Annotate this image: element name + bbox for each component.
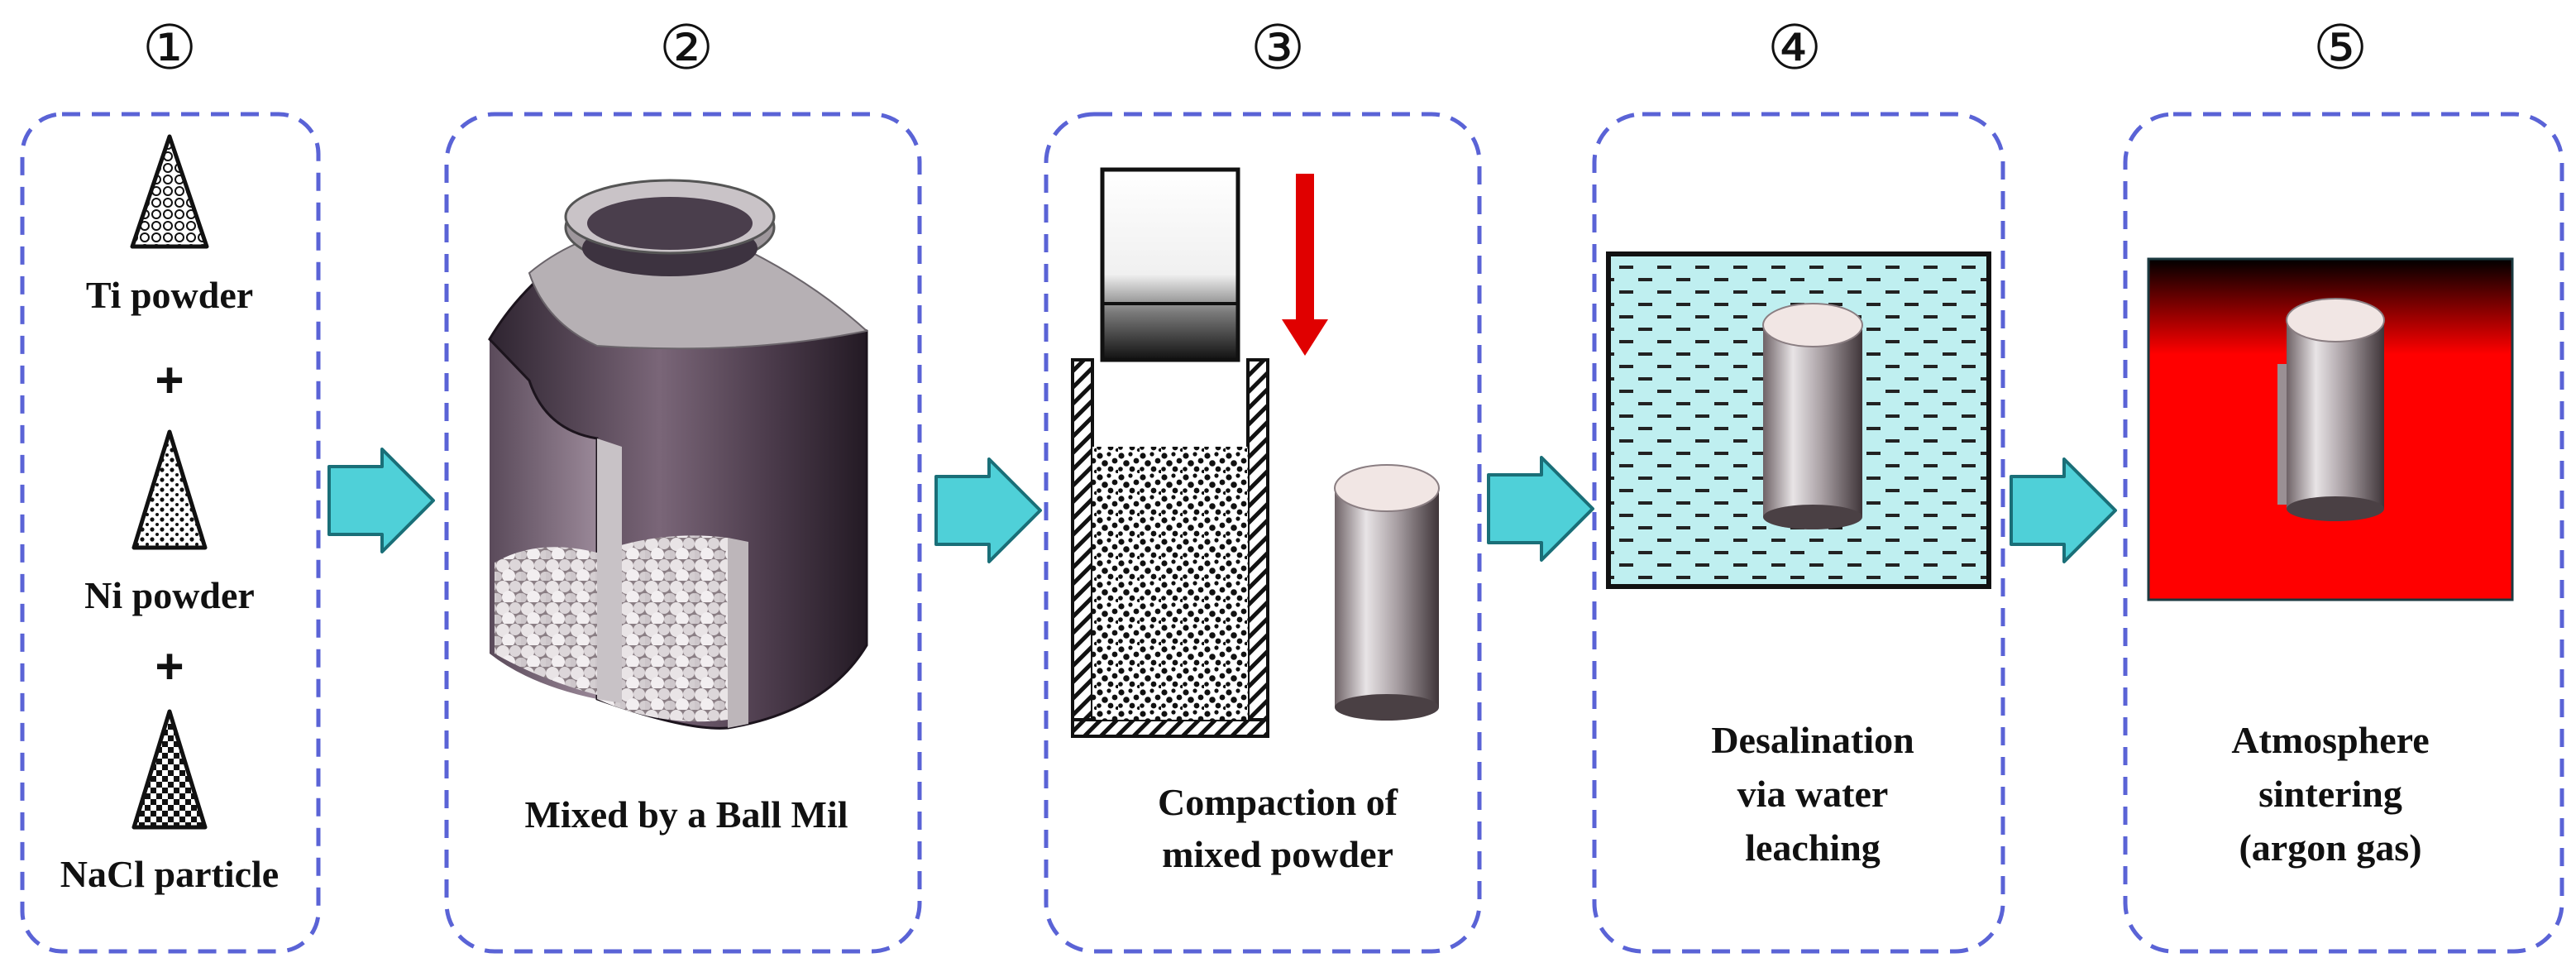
flow-arrow-icon <box>934 457 1042 563</box>
step-4-label-line-3: leaching <box>1745 826 1881 869</box>
step-5: ⑤ Atmosphere sintering (argon gas) <box>2123 12 2564 954</box>
step-1: ① Ti powder + Ni powder + NaCl particle <box>20 12 321 954</box>
step-4-panel <box>1592 112 2005 954</box>
step-3-panel <box>1044 112 1482 954</box>
step-2-panel <box>444 112 922 954</box>
press-arrow-icon <box>1282 174 1328 356</box>
cone-circles-icon <box>130 134 209 249</box>
cone-dots-icon <box>131 429 208 550</box>
step-5-number: ⑤ <box>2313 12 2368 84</box>
step-4: ④ Desalination via water leaching <box>1592 12 2005 954</box>
step-3: ③ Compaction of mixed powder <box>1044 12 1482 954</box>
step-3-number: ③ <box>1250 12 1305 84</box>
step-3-label-line-2: mixed powder <box>1162 833 1393 875</box>
step-5-label-line-1: Atmosphere <box>2231 719 2429 761</box>
step-4-label-line-2: via water <box>1737 773 1889 815</box>
compaction-die-icon <box>1071 167 1269 738</box>
step-1-number: ① <box>142 12 197 84</box>
cylinder-pellet-icon <box>1334 464 1440 721</box>
ni-powder-label: Ni powder <box>84 574 255 616</box>
flow-arrow-icon <box>327 448 435 553</box>
step-4-label-line-1: Desalination <box>1711 719 1914 761</box>
cone-checker-icon <box>131 709 208 830</box>
step-5-label-line-3: (argon gas) <box>2239 826 2421 869</box>
step-5-label-line-2: sintering <box>2258 773 2402 815</box>
cylinder-pellet-icon <box>1762 303 1863 529</box>
water-bath-icon <box>1606 251 1991 589</box>
step-1-panel <box>20 112 321 954</box>
ti-powder-label: Ti powder <box>86 274 253 316</box>
step-3-label-line-1: Compaction of <box>1158 781 1398 823</box>
cylinder-pellet-icon <box>2277 298 2385 521</box>
step-2: ② Mixed by a Ball Mil <box>444 12 922 954</box>
sintering-furnace-icon <box>2147 257 2514 601</box>
ball-mill-icon <box>488 179 869 730</box>
step-2-label: Mixed by a Ball Mil <box>525 793 848 836</box>
flow-arrow-icon <box>2010 457 2117 563</box>
nacl-particle-label: NaCl particle <box>60 853 279 895</box>
flow-arrow-icon <box>1487 456 1594 562</box>
step-2-number: ② <box>659 12 714 84</box>
step-5-panel <box>2123 112 2564 954</box>
plus-sign-2: + <box>155 639 184 694</box>
plus-sign-1: + <box>155 352 184 408</box>
step-4-number: ④ <box>1767 12 1822 84</box>
